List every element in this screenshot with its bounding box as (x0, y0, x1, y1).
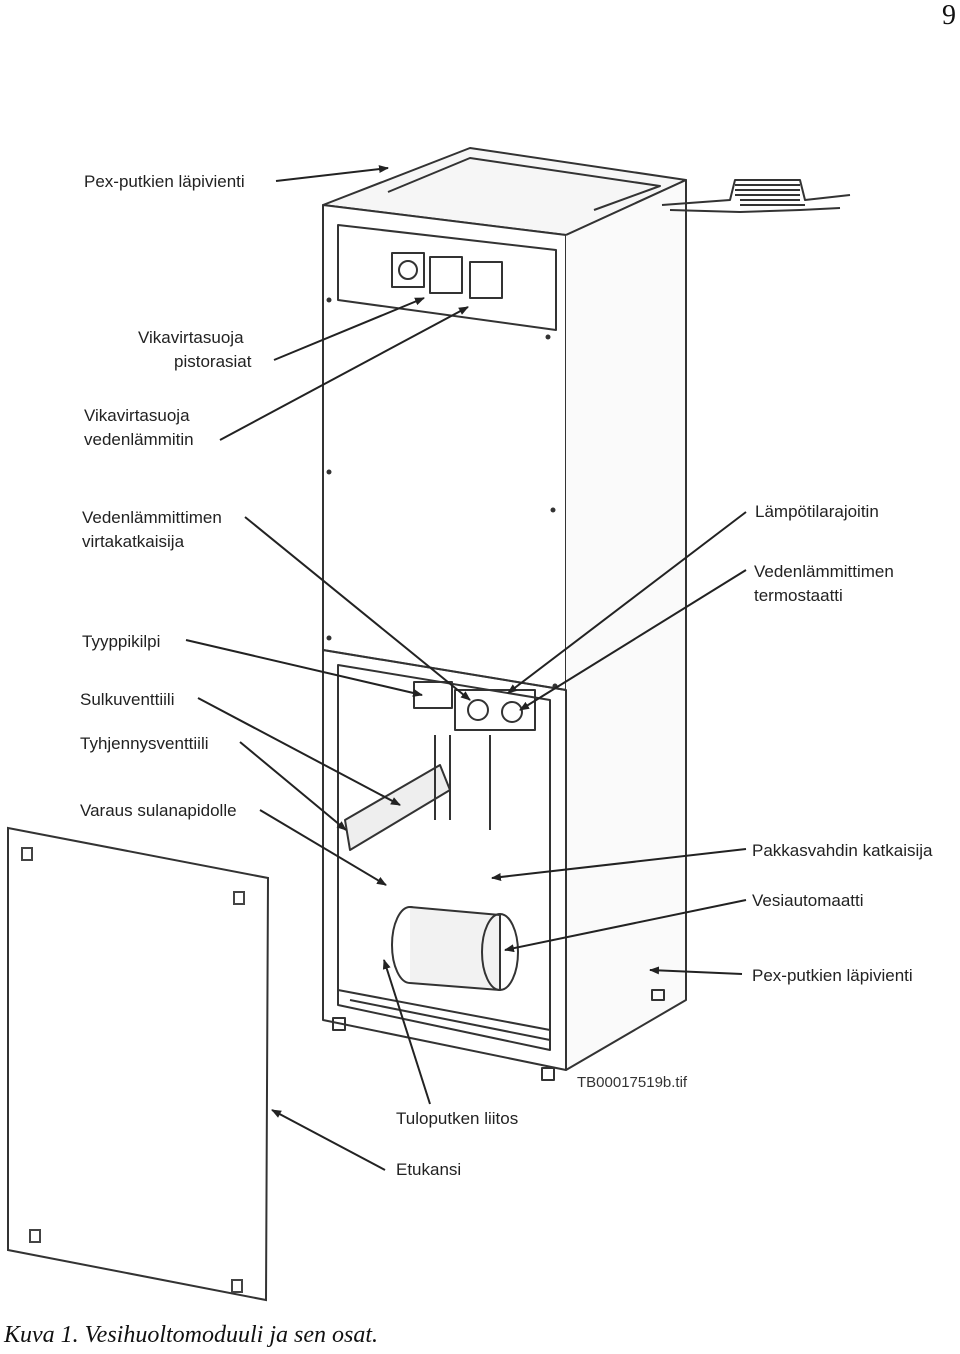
cover-hole (21, 847, 33, 861)
arrow-pakkasvahti (491, 848, 747, 881)
arrow-tuloputki (382, 959, 431, 1105)
label-etukansi: Etukansi (396, 1160, 462, 1179)
pex-coil-loops (735, 184, 805, 206)
cabinet-top-lid (387, 157, 661, 211)
control-panel (337, 224, 557, 331)
label-pex-top: Pex-putkien läpivienti (84, 172, 245, 191)
label-pex-bottom: Pex-putkien läpivienti (752, 966, 913, 985)
label-tyhjennysventtiili: Tyhjennysventtiili (80, 734, 209, 753)
arrow-virtakatkaisija (244, 516, 471, 701)
heater-tank-far-end (481, 913, 519, 991)
page-number: 9 (942, 0, 956, 31)
arrow-etukansi (271, 1109, 386, 1171)
frame-base (337, 989, 551, 1041)
foot-3 (651, 989, 665, 1001)
figure-caption: Kuva 1. Vesihuoltomoduuli ja sen osat. (4, 1322, 378, 1348)
label-virtakatkaisija-line1: Vedenlämmittimen (82, 508, 222, 527)
thermostat-box (454, 689, 536, 731)
label-lampotilarajoitin: Lämpötilarajoitin (755, 502, 879, 521)
screw-dot (326, 469, 332, 475)
label-vikavirta-vedenlammitin-line2: vedenlämmitin (84, 430, 194, 449)
rcd-switch-1 (429, 256, 463, 294)
cover-hole (233, 891, 245, 905)
arrow-termostaatti (519, 569, 747, 711)
label-vikavirta-pistorasiat-line1: Vikavirtasuoja (138, 328, 244, 347)
arrow-varaus (259, 809, 387, 886)
label-termostaatti-line1: Vedenlämmittimen (754, 562, 894, 581)
label-tuloputken-liitos: Tuloputken liitos (396, 1109, 519, 1128)
screw-dot (550, 507, 556, 513)
label-vesiautomaatti: Vesiautomaatti (752, 891, 864, 910)
cabinet-frame-lower (322, 649, 567, 1071)
frame-inner (337, 664, 551, 1051)
cover-hole (29, 1229, 41, 1243)
arrow-vikavirta-pistorasiat (273, 297, 425, 361)
label-vikavirta-vedenlammitin-line1: Vikavirtasuoja (84, 406, 190, 425)
thermostat-knob-1-icon (467, 699, 489, 721)
socket-button (391, 252, 425, 288)
arrow-sulkuventtiili (197, 697, 401, 806)
cover-hole (231, 1279, 243, 1293)
heater-tank (409, 906, 501, 991)
label-virtakatkaisija-line2: virtakatkaisija (82, 532, 185, 551)
screw-dot (326, 297, 332, 303)
pex-coil (661, 179, 851, 213)
arrow-pex-top (275, 165, 389, 182)
label-vikavirta-pistorasiat-line2: pistorasiat (174, 352, 252, 371)
front-cover-panel (7, 826, 270, 1302)
arrow-tyyppikilpi (185, 639, 423, 697)
file-id: TB00017519b.tif (577, 1074, 688, 1091)
label-sulkuventtiili: Sulkuventtiili (80, 690, 175, 709)
arrow-tyhjennysventtiili (239, 741, 347, 831)
socket-knob-icon (398, 260, 418, 280)
foot-2 (541, 1067, 555, 1081)
arrow-vesiautomaatti (504, 899, 747, 953)
cabinet-side (565, 179, 687, 1071)
label-termostaatti-line2: termostaatti (754, 586, 843, 605)
screw-dot (545, 334, 551, 340)
thermostat-knob-2-icon (501, 701, 523, 723)
label-pakkasvahdin-katkaisija: Pakkasvahdin katkaisija (752, 841, 933, 860)
foot-1 (332, 1017, 346, 1031)
screw-dot (326, 635, 332, 641)
arrow-lampotilarajoitin (507, 511, 747, 694)
label-varaus-sulanapidolle: Varaus sulanapidolle (80, 801, 237, 820)
label-tyyppikilpi: Tyyppikilpi (82, 632, 161, 651)
rcd-switch-2 (469, 261, 503, 299)
pipe-a (434, 735, 451, 820)
arrow-pex-bottom (649, 966, 743, 975)
cabinet-front-upper (322, 204, 567, 691)
arrow-vikavirta-vedenlammitin (219, 306, 469, 441)
